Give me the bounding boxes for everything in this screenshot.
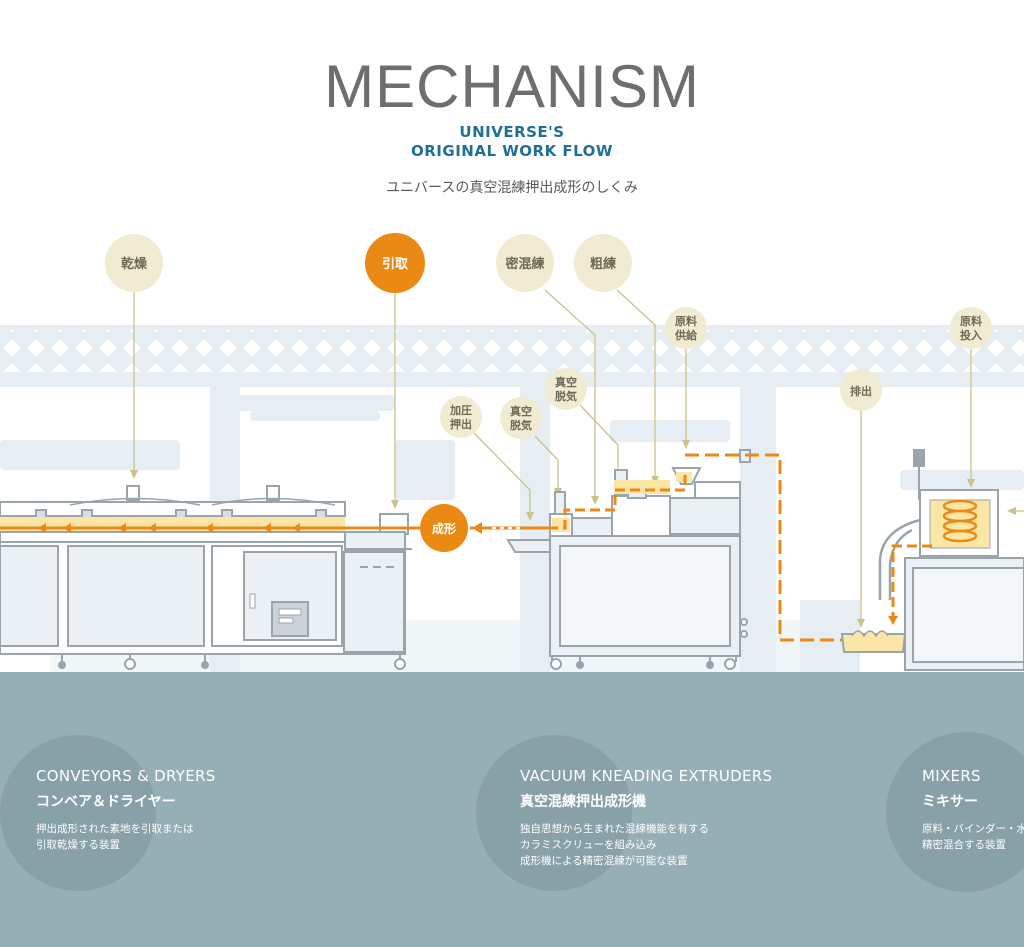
bubble-drying: 乾燥 bbox=[105, 234, 163, 292]
label-forming: 成形 bbox=[432, 521, 456, 536]
bubble-forming: 成形 bbox=[420, 504, 468, 552]
bubble-pulling: 引取 bbox=[365, 233, 425, 293]
bubble-rough-kneading: 粗練 bbox=[574, 234, 632, 292]
section-mixers: MIXERS ミキサー 原料・バインダー・水 精密混合する装置 bbox=[922, 767, 1024, 853]
section-mixers-title-ja: ミキサー bbox=[922, 794, 978, 810]
bubble-vacuum-b: 真空 脱気 bbox=[500, 397, 542, 439]
machine-categories-panel: CONVEYORS & DRYERS コンベア＆ドライヤー 押出成形された素地を… bbox=[0, 672, 1024, 947]
bubble-dense-kneading: 密混練 bbox=[496, 234, 554, 292]
conveyor-flow bbox=[0, 517, 420, 533]
label-vacuum-b-line1: 真空 bbox=[510, 404, 532, 418]
bubble-feed: 原料 供給 bbox=[665, 307, 707, 349]
section-extruders-text-line2: カラミスクリューを組み込み bbox=[520, 839, 657, 851]
section-extruders-text-line3: 成形機による精密混練が可能な装置 bbox=[520, 855, 688, 867]
section-mixers-text-line1: 原料・バインダー・水 bbox=[922, 823, 1024, 835]
label-input-line1: 原料 bbox=[960, 314, 982, 328]
section-mixers-text-line2: 精密混合する装置 bbox=[922, 839, 1006, 851]
section-conveyors-text-line2: 引取乾燥する装置 bbox=[36, 839, 120, 851]
bubble-discharge: 排出 bbox=[840, 369, 882, 411]
section-disc-mixers bbox=[886, 732, 1024, 892]
section-conveyors-title-en: CONVEYORS & DRYERS bbox=[36, 767, 216, 785]
label-vacuum-a-line2: 脱気 bbox=[555, 389, 577, 403]
section-disc-conveyors bbox=[0, 735, 156, 891]
conveyor-dryer-machine bbox=[0, 485, 412, 670]
section-extruders-title-en: VACUUM KNEADING EXTRUDERS bbox=[520, 767, 773, 785]
section-extruders-title-ja: 真空混練押出成形機 bbox=[520, 794, 646, 810]
subtitle-line2: ORIGINAL WORK FLOW bbox=[411, 142, 613, 160]
label-discharge: 排出 bbox=[850, 384, 872, 398]
section-mixers-title-en: MIXERS bbox=[922, 767, 981, 785]
section-extruders-text-line1: 独自思想から生まれた混練機能を有する bbox=[520, 823, 709, 835]
forming-flow bbox=[470, 522, 548, 534]
label-feed-line2: 供給 bbox=[674, 328, 698, 342]
section-disc-extruders bbox=[476, 735, 632, 891]
label-pressure-line2: 押出 bbox=[450, 417, 472, 431]
label-vacuum-a-line1: 真空 bbox=[555, 375, 577, 389]
section-extruders: VACUUM KNEADING EXTRUDERS 真空混練押出成形機 独自思想… bbox=[520, 767, 772, 869]
label-rough-kneading: 粗練 bbox=[590, 256, 616, 272]
extruder-flow bbox=[548, 453, 845, 642]
label-dense-kneading: 密混練 bbox=[504, 256, 544, 272]
section-conveyors-title-ja: コンベア＆ドライヤー bbox=[36, 794, 176, 810]
label-drying: 乾燥 bbox=[121, 256, 148, 272]
label-input-line2: 投入 bbox=[960, 328, 982, 342]
mixer-drum bbox=[888, 499, 991, 625]
page-description: ユニバースの真空混練押出成形のしくみ bbox=[386, 180, 638, 196]
discharge-tray bbox=[840, 630, 907, 653]
label-pressure-line1: 加圧 bbox=[449, 403, 472, 417]
label-vacuum-b-line2: 脱気 bbox=[510, 418, 532, 432]
section-conveyors: CONVEYORS & DRYERS コンベア＆ドライヤー 押出成形された素地を… bbox=[36, 767, 216, 853]
workflow-diagram: 乾燥 引取 密混練 粗練 原料 供給 真空 脱気 加圧 押出 真空 脱気 排出 … bbox=[0, 233, 1024, 672]
bubble-pressure: 加圧 押出 bbox=[440, 396, 482, 438]
section-conveyors-text-line1: 押出成形された素地を引取または bbox=[36, 823, 194, 835]
label-pulling: 引取 bbox=[382, 257, 409, 272]
bubble-input: 原料 投入 bbox=[950, 307, 992, 349]
page-title: MECHANISM bbox=[324, 53, 700, 120]
bubble-vacuum-a: 真空 脱気 bbox=[545, 368, 587, 410]
label-feed-line1: 原料 bbox=[675, 314, 697, 328]
subtitle-line1: UNIVERSE'S bbox=[459, 123, 565, 141]
